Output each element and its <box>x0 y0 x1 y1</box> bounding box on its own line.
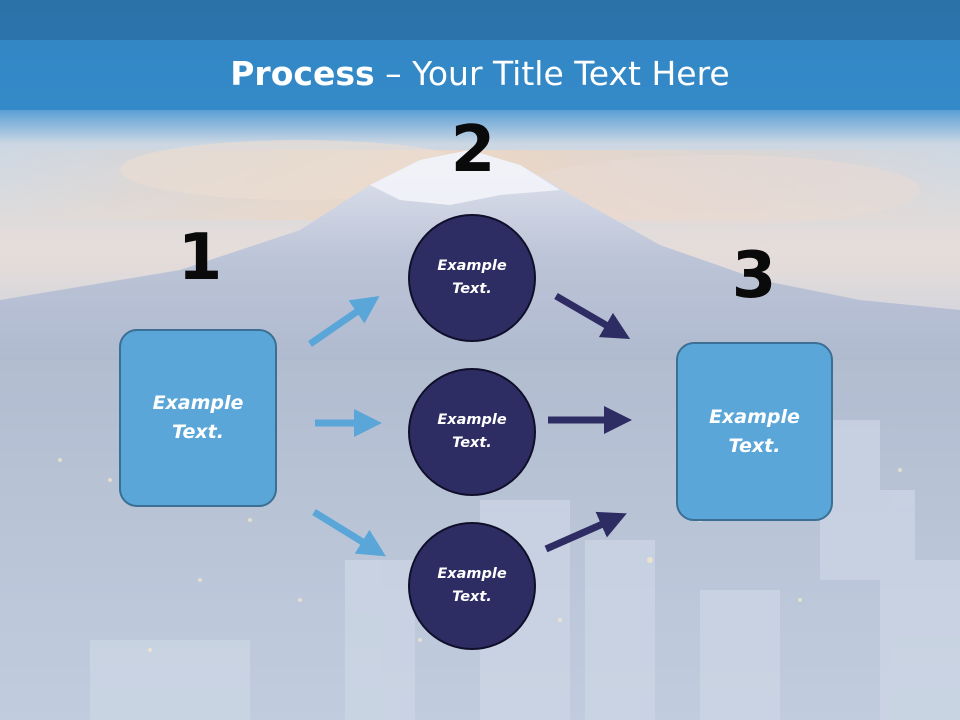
left-process-box: Example Text. <box>119 329 277 507</box>
bottom-circle-line1: Example <box>437 566 507 582</box>
bottom-circle-line2: Text. <box>452 589 492 605</box>
left-box-line2: Text. <box>172 421 224 443</box>
arrow-to-bottom-circle <box>312 509 386 557</box>
middle-circle: Example Text. <box>408 368 536 496</box>
top-circle: Example Text. <box>408 214 536 342</box>
right-box-line1: Example <box>709 405 800 428</box>
bottom-circle: Example Text. <box>408 522 536 650</box>
right-box-line2: Text. <box>728 434 781 457</box>
arrow-bottom-to-right-box <box>544 511 627 553</box>
top-circle-line2: Text. <box>452 281 492 297</box>
step-number-2: 2 <box>450 113 496 187</box>
title-rest: – Your Title Text Here <box>374 54 730 93</box>
middle-circle-line2: Text. <box>452 435 492 451</box>
arrow-to-top-circle <box>308 296 380 347</box>
page-title: Process – Your Title Text Here <box>0 52 960 96</box>
step-number-1: 1 <box>177 221 223 295</box>
title-bold: Process <box>230 54 375 93</box>
top-circle-line1: Example <box>437 258 507 274</box>
middle-circle-line1: Example <box>437 412 507 428</box>
step-number-3: 3 <box>731 239 777 313</box>
left-box-line1: Example <box>152 392 244 414</box>
arrow-top-to-right-box <box>554 292 631 340</box>
right-process-box: Example Text. <box>676 342 833 521</box>
